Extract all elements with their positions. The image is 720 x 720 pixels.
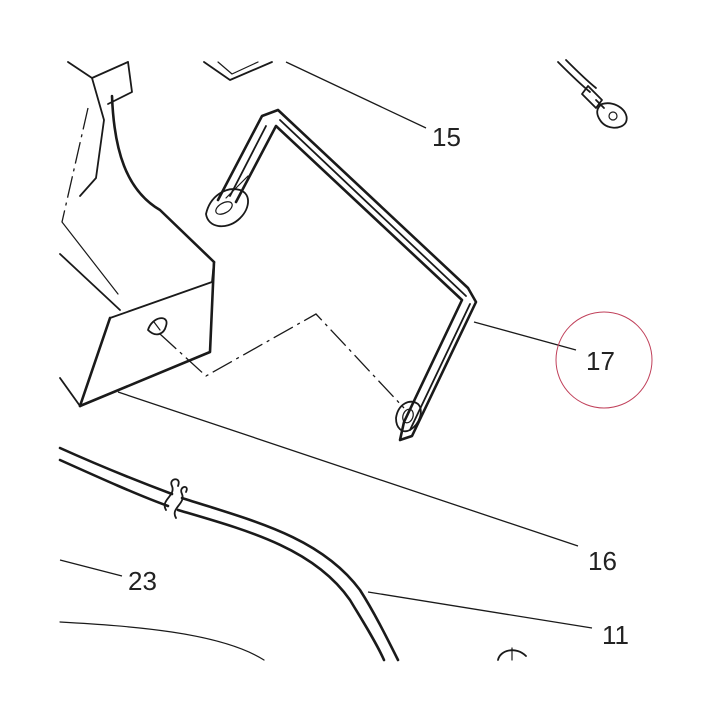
housing-block: [59, 61, 216, 408]
part-15-fragment: [203, 61, 273, 81]
label-part-11: 11: [602, 620, 629, 650]
alignment-path: [159, 313, 405, 409]
leader-line-23: [59, 559, 123, 577]
wire-terminal: [557, 59, 628, 129]
leader-line-16: [117, 391, 579, 547]
highlight-circle: [555, 311, 653, 409]
label-part-15: 15: [432, 122, 461, 152]
bracket-part-17: [205, 108, 478, 442]
label-part-17: 17: [586, 346, 615, 376]
leader-line-11: [367, 591, 593, 629]
ground-symbol-fragment: [497, 647, 527, 661]
lower-curve: [59, 621, 265, 661]
label-part-16: 16: [588, 546, 617, 576]
leader-line-17: [473, 321, 577, 351]
cable-part-11: [58, 446, 400, 662]
leader-line-15: [285, 61, 427, 129]
label-part-23: 23: [128, 566, 157, 596]
